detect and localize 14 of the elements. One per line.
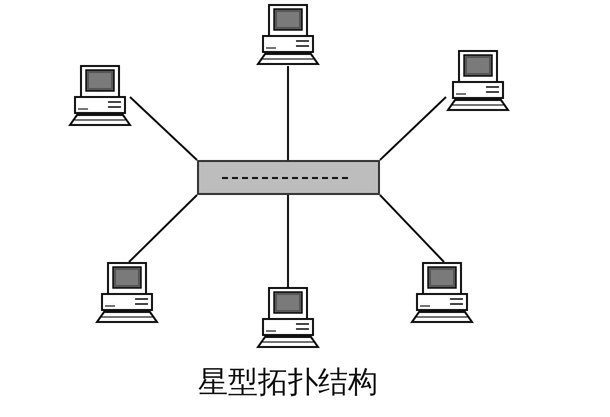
connection-line xyxy=(129,96,198,161)
computer-icon xyxy=(256,287,320,349)
computer-icon xyxy=(256,4,320,66)
computer-icon xyxy=(95,262,159,324)
connection-line xyxy=(379,194,445,263)
computer-icon xyxy=(410,262,474,324)
connection-line xyxy=(287,66,289,160)
connection-line xyxy=(128,194,198,263)
hub-box xyxy=(197,160,380,195)
computer-icon xyxy=(68,65,132,127)
connection-line xyxy=(287,195,289,287)
connection-line xyxy=(379,96,447,161)
computer-icon xyxy=(446,50,510,112)
caption: 星型拓扑结构 xyxy=(198,364,378,402)
